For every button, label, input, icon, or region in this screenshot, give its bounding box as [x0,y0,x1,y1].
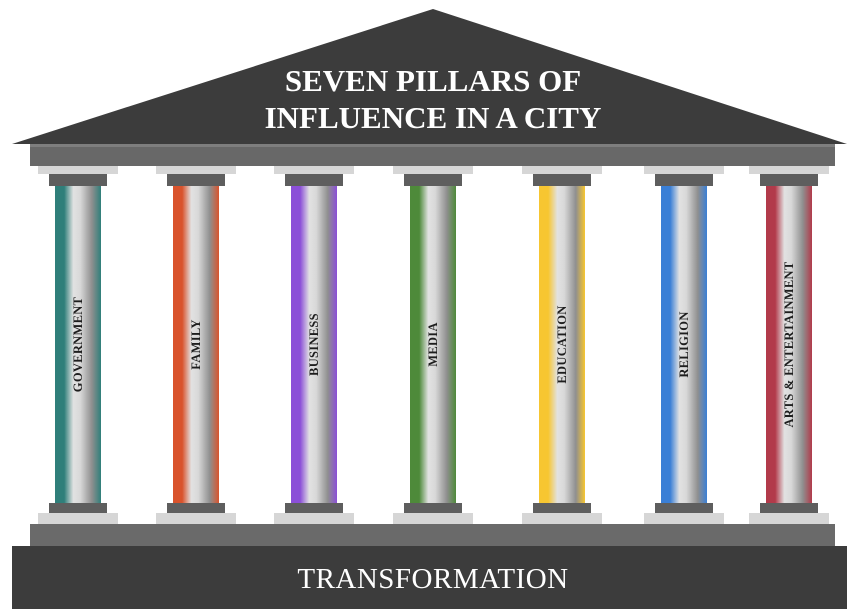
roof-title-line2: INFLUENCE IN A CITY [265,100,602,135]
pillar-base-slab [393,513,473,524]
pillar-capital-slab [522,166,602,174]
pillar-6: RELIGION [644,166,724,524]
entablature-beam [30,144,835,166]
pillar-2: FAMILY [156,166,236,524]
pillar-base-slab [274,513,354,524]
pillar-capital [760,174,818,186]
pillar-shaft [291,186,337,503]
pillar-capital [404,174,462,186]
pillar-5: EDUCATION [522,166,602,524]
pillar-shaft [766,186,812,503]
pillar-capital [655,174,713,186]
pillar-base-slab [156,513,236,524]
foundation-base [12,546,847,609]
pillar-base [404,503,462,513]
base-label: TRANSFORMATION [297,563,568,595]
roof-title-line1: SEVEN PILLARS OF [285,63,581,98]
stylobate-step [30,524,835,546]
pillar-shaft [539,186,585,503]
pillar-capital [49,174,107,186]
pillar-base-slab [38,513,118,524]
pillar-base [533,503,591,513]
pillar-base-slab [522,513,602,524]
pillar-shaft [173,186,219,503]
pillar-capital-slab [156,166,236,174]
pillar-label: ARTS & ENTERTAINMENT [782,261,796,427]
pillar-label: EDUCATION [555,305,569,383]
pillar-7: ARTS & ENTERTAINMENT [749,166,829,524]
pillar-3: BUSINESS [274,166,354,524]
pillar-4: MEDIA [393,166,473,524]
pillar-label: RELIGION [677,311,691,377]
pillar-base [760,503,818,513]
pillar-capital-slab [644,166,724,174]
pillar-capital-slab [393,166,473,174]
pillar-capital [285,174,343,186]
pillar-label: GOVERNMENT [71,296,85,392]
pillar-shaft [410,186,456,503]
pillar-capital-slab [38,166,118,174]
pillar-base [655,503,713,513]
pillar-base [49,503,107,513]
pillar-1: GOVERNMENT [38,166,118,524]
pillar-base-slab [749,513,829,524]
pillar-shaft [55,186,101,503]
entablature-beam-edge [30,144,835,147]
pillar-base-slab [644,513,724,524]
pillars-group: GOVERNMENT FAMILY BUSINESS MEDIA EDUCATION RE… [38,166,829,524]
pillar-base [167,503,225,513]
pillar-capital [167,174,225,186]
pillar-shaft [661,186,707,503]
pillar-label: FAMILY [189,319,203,369]
roof [12,9,847,144]
pillar-capital [533,174,591,186]
pillar-capital-slab [274,166,354,174]
pillar-label: MEDIA [426,322,440,367]
pillar-label: BUSINESS [307,313,321,376]
pillar-capital-slab [749,166,829,174]
pillar-base [285,503,343,513]
